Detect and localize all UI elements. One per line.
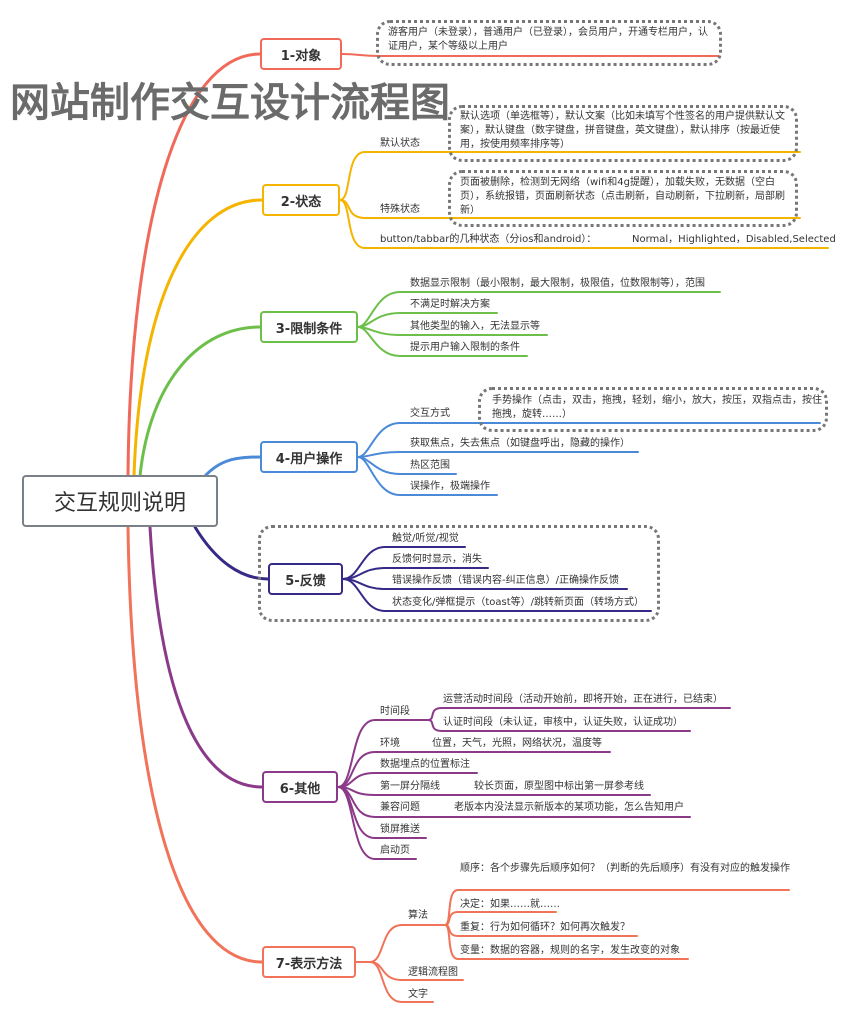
- special-state-box: [448, 170, 798, 227]
- tracking-label: 数据埋点的位置标注: [380, 759, 470, 770]
- feedback-item: 错误操作反馈（错误内容-纠正信息）/正确操作反馈: [392, 575, 619, 586]
- user-action-item: 热区范围: [410, 460, 450, 471]
- user-action-item: 误操作，极端操作: [410, 481, 490, 492]
- algorithm-item: 顺序：各个步骤先后顺序如何？（判断的先后顺序）有没有对应的触发操作: [460, 863, 790, 874]
- splash-label: 启动页: [380, 845, 410, 856]
- constraint-item: 不满足时解决方案: [410, 299, 490, 310]
- compat-label: 兼容问题: [380, 802, 420, 813]
- constraint-item: 数据显示限制（最小限制，最大限制，极限值，位数限制等），范围: [410, 278, 705, 289]
- push-label: 锁屏推送: [380, 824, 420, 835]
- time-period-item: 运营活动时间段（活动开始前，即将开始，正在进行，已结束）: [443, 694, 723, 705]
- fold-line-text: 较长页面，原型图中标出第一屏参考线: [474, 781, 644, 792]
- gesture-box: [478, 387, 828, 432]
- button-states-value: Normal，Highlighted，Disabled,Selected: [632, 234, 836, 245]
- fold-line-label: 第一屏分隔线: [380, 781, 440, 792]
- feedback-item: 触觉/听觉/视觉: [392, 533, 459, 544]
- constraint-item: 其他类型的输入，无法显示等: [410, 321, 540, 332]
- special-state-text: 页面被删除，检测到无网络（wifi和4g提醒），加载失败，无数据（空白页），系统…: [460, 177, 785, 216]
- algorithm-item: 决定：如果……就……: [460, 899, 560, 910]
- flowchart-label: 逻辑流程图: [408, 967, 458, 978]
- branch-constraints: 3-限制条件: [260, 311, 358, 343]
- compat-text: 老版本内没法显示新版本的某项功能，怎么告知用户: [454, 802, 684, 813]
- branch-feedback: 5-反馈: [268, 563, 343, 595]
- text-label: 文字: [408, 989, 428, 1000]
- object-text: 游客用户（未登录），普通用户（已登录），会员用户，开通专栏用户，认证用户，某个等…: [388, 27, 708, 52]
- page-title: 网站制作交互设计流程图: [10, 80, 450, 126]
- algorithm-item: 变量：数据的容器，规则的名字，发生改变的对象: [460, 945, 680, 956]
- environment-label: 环境: [380, 738, 400, 749]
- branch-state: 2-状态: [262, 184, 340, 216]
- feedback-item: 反馈何时显示，消失: [392, 554, 482, 565]
- default-state-label: 默认状态: [380, 138, 420, 149]
- special-state-label: 特殊状态: [380, 204, 420, 215]
- branch-representation: 7-表示方法: [262, 946, 356, 978]
- constraint-item: 提示用户输入限制的条件: [410, 342, 520, 353]
- default-state-box: [448, 105, 798, 162]
- algorithm-item: 重复：行为如何循环？如何再次触发？: [460, 922, 630, 933]
- branch-other: 6-其他: [262, 771, 338, 803]
- branch-user-actions: 4-用户操作: [260, 441, 358, 473]
- feedback-item: 状态变化/弹框提示（toast等）/跳转新页面（转场方式）: [392, 597, 645, 608]
- interaction-mode-label: 交互方式: [410, 408, 450, 419]
- branch-object: 1-对象: [260, 38, 342, 70]
- feedback-box: [258, 525, 660, 622]
- default-state-text: 默认选项（单选框等），默认文案（比如未填写个性签名的用户提供默认文案），默认键盘…: [460, 111, 785, 150]
- central-node: 交互规则说明: [22, 475, 218, 527]
- algorithm-label: 算法: [408, 910, 428, 921]
- button-states-label: button/tabbar的几种状态（分ios和android）：: [380, 234, 597, 245]
- gesture-text: 手势操作（点击，双击，拖拽，轻划，缩小，放大，按压，双指点击，按住拖拽，旋转………: [492, 395, 822, 420]
- time-period-label: 时间段: [380, 706, 410, 717]
- user-action-item: 获取焦点，失去焦点（如键盘呼出，隐藏的操作）: [410, 438, 630, 449]
- object-note-box: [376, 20, 722, 66]
- environment-text: 位置，天气，光照，网络状况，温度等: [432, 738, 602, 749]
- time-period-item: 认证时间段（未认证，审核中，认证失败，认证成功）: [443, 717, 683, 728]
